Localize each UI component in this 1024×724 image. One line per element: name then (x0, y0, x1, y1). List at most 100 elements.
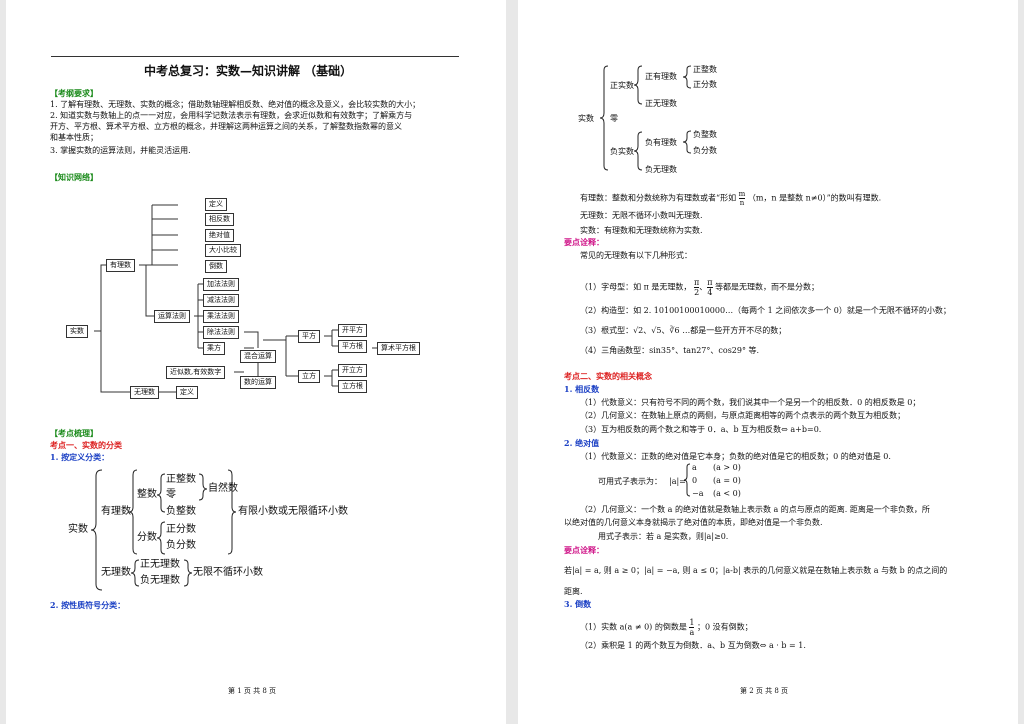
tree-real: 实数 (578, 114, 594, 123)
req-line: 和基本性质； (50, 133, 98, 142)
cls-irr-item: 负无理数 (140, 575, 180, 586)
net-ops: 运算法则 (154, 310, 190, 323)
net-approx: 近似数,有效数字 (166, 366, 226, 379)
def-class-heading: 1. 按定义分类： (50, 452, 110, 462)
net-rat-item: 倒数 (205, 260, 227, 273)
net-rat-item: 相反数 (205, 213, 234, 226)
def-rational: 有理数：整数和分数统称为有理数或者“形如 m n （m，n 是整数 n≠0）”的… (580, 190, 881, 207)
abs-line-1: （1）代数意义：正数的绝对值是它本身；负数的绝对值是它的相反数；0 的绝对值是 … (580, 452, 891, 461)
cls-rat-note: 有限小数或无限循环小数 (238, 506, 348, 517)
key-note-1: 要点诠释： (564, 237, 604, 247)
net-rat-item: 定义 (205, 198, 227, 211)
abs-case-brace (683, 463, 691, 497)
abs-case-cond: (a = 0) (713, 476, 741, 485)
page-1: 中考总复习：实数—知识讲解 （基础） 【考纲要求】 1. 了解有理数、无理数、实… (6, 0, 506, 724)
net-mixed: 混合运算 (240, 350, 276, 363)
cls-fraction: 分数 (137, 532, 157, 543)
abs-lhs: |a|= (669, 477, 686, 486)
opposite-line: （1）代数意义：只有符号不同的两个数，我们说其中一个是另一个的相反数．0 的相反… (580, 398, 921, 407)
sign-class-heading: 2. 按性质符号分类： (50, 600, 126, 610)
tree-pos-rat: 正有理数 (645, 72, 677, 81)
reciprocal-line-1: （1）实数 a(a ≠ 0) 的倒数是 1 a ；0 没有倒数； (580, 618, 753, 637)
page-footer: 第 2 页 共 8 页 (740, 687, 789, 695)
form-1: （1）字母型：如 π 是无理数， π 2 、 π 4 等都是无理数，而不是分数； (580, 278, 820, 297)
net-irrational: 无理数 (130, 386, 159, 399)
tree-pos-real: 正实数 (610, 81, 634, 90)
cls-irr-item: 正无理数 (140, 559, 180, 570)
common-forms: 常见的无理数有以下几种形式： (580, 251, 692, 260)
tree-pos-rat-item: 正分数 (693, 80, 717, 89)
cls-natural: 自然数 (208, 483, 238, 494)
abs-line-2b: 以绝对值的几何意义本身就揭示了绝对值的本质，即绝对值是一个非负数. (564, 518, 823, 527)
net-op-item: 加法法则 (203, 278, 239, 291)
kp2-heading: 考点二、实数的相关概念 (564, 371, 652, 381)
abs-line-2a: （2）几何意义：一个数 a 的绝对值就是数轴上表示数 a 的点与原点的距离. 距… (580, 505, 930, 514)
cls-irr-note: 无限不循环小数 (193, 567, 263, 578)
page-title: 中考总复习：实数—知识讲解 （基础） (144, 64, 353, 78)
reciprocal-line-2: （2）乘积是 1 的两个数互为倒数．a、b 互为倒数⇔ a · b = 1. (580, 641, 806, 650)
tree-neg-rat-item: 负分数 (693, 146, 717, 155)
abs-case-cond: (a > 0) (713, 463, 741, 472)
network-connectors (94, 204, 377, 393)
net-irr-def: 定义 (176, 386, 198, 399)
def-rational-text: 有理数：整数和分数统称为有理数或者“形如 (580, 193, 737, 203)
note-line-a: 若|a| = a, 则 a ≥ 0；|a| = −a, 则 a ≤ 0；|a-b… (564, 566, 948, 575)
tree-pos-irr: 正无理数 (645, 99, 677, 108)
req-line: 开方、平方根、算术平方根、立方根的概念，并理解这两种运算之间的关系，了解整数指数… (50, 122, 402, 131)
cls-int-item: 零 (166, 489, 176, 500)
net-sq-item: 平方根 (338, 340, 367, 353)
fraction-pi-2: π 2 (693, 278, 700, 297)
reciprocal-heading: 3. 倒数 (564, 599, 592, 609)
top-rule (51, 56, 459, 57)
net-sq-item: 算术平方根 (377, 342, 420, 355)
form-3: （3）根式型：√2、√5、∛6 …都是一些开方开不尽的数； (580, 326, 787, 335)
abs-line-3: 用式子表示：若 a 是实数，则|a|≥0. (598, 532, 729, 541)
net-sq-item: 开平方 (338, 324, 367, 337)
fraction-m-n: m n (738, 190, 746, 207)
req-line: 2. 知道实数与数轴上的点一一对应，会用科学记数法表示有理数，会求近似数和有效数… (50, 111, 413, 120)
net-op-item: 乘法法则 (203, 310, 239, 323)
net-real: 实数 (66, 325, 88, 338)
def-rational-text-2: （m，n 是整数 n≠0）”的数叫有理数. (747, 193, 882, 203)
opposite-heading: 1. 相反数 (564, 384, 600, 394)
net-op-item: 乘方 (203, 342, 225, 355)
net-rat-item: 大小比较 (205, 244, 241, 257)
tree-neg-irr: 负无理数 (645, 165, 677, 174)
cls-rational: 有理数 (101, 506, 131, 517)
abs-heading: 2. 绝对值 (564, 438, 600, 448)
kp1-heading: 考点一、实数的分类 (50, 440, 122, 450)
def-real: 实数：有理数和无理数统称为实数. (580, 226, 703, 235)
tree-neg-rat: 负有理数 (645, 138, 677, 147)
abs-case: −a (692, 489, 704, 498)
abs-formula-label: 可用式子表示为： (598, 477, 662, 486)
net-rational: 有理数 (106, 259, 135, 272)
opposite-line: （2）几何意义：在数轴上原点的两侧，与原点距离相等的两个点表示的两个数互为相反数… (580, 411, 906, 420)
cls-real: 实数 (68, 524, 88, 535)
section-sort: 【考点梳理】 (50, 428, 98, 438)
page-footer: 第 1 页 共 8 页 (228, 687, 277, 695)
net-rat-item: 绝对值 (205, 229, 234, 242)
form-4: （4）三角函数型：sin35°、tan27°、cos29° 等. (580, 346, 760, 355)
tree-neg-rat-item: 负整数 (693, 130, 717, 139)
tree-neg-real: 负实数 (610, 147, 634, 156)
net-cb-item: 立方根 (338, 380, 367, 393)
net-num-ops: 数的运算 (240, 376, 276, 389)
cls-frac-item: 正分数 (166, 524, 196, 535)
section-network: 【知识网络】 (50, 172, 98, 182)
net-square: 平方 (298, 330, 320, 343)
sign-tree-braces (599, 65, 692, 171)
cls-int-item: 负整数 (166, 506, 196, 517)
abs-case: a (692, 463, 697, 472)
abs-case: 0 (692, 476, 698, 485)
key-note-2: 要点诠释： (564, 545, 604, 555)
opposite-line: （3）互为相反数的两个数之和等于 0．a、b 互为相反数⇔ a+b=0. (580, 425, 822, 434)
cls-frac-item: 负分数 (166, 540, 196, 551)
note-line-b: 距离. (564, 587, 583, 596)
section-requirements: 【考纲要求】 (50, 88, 98, 98)
net-cb-item: 开立方 (338, 364, 367, 377)
page-2: 实数 正实数 正有理数 正整数 正分数 正无理数 零 负实数 负有理数 负整数 … (518, 0, 1018, 724)
req-line: 3. 掌握实数的运算法则，并能灵活运用. (50, 146, 191, 155)
tree-pos-rat-item: 正整数 (693, 65, 717, 74)
net-cube: 立方 (298, 370, 320, 383)
cls-integer: 整数 (137, 489, 157, 500)
